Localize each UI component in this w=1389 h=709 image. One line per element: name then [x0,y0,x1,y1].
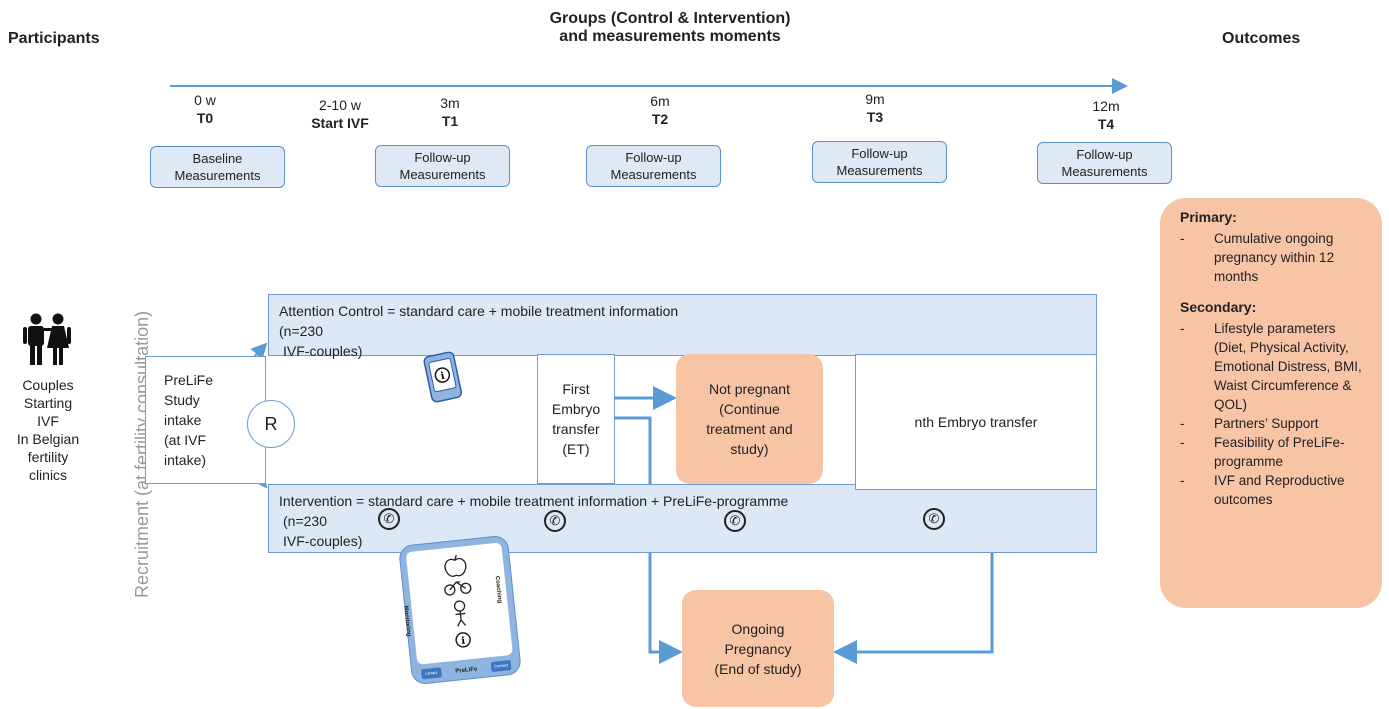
groups-header-line1: Groups (Control & Intervention) [549,10,791,27]
app-library-button[interactable]: Library [420,667,442,680]
randomization-label: R [264,413,278,434]
couple-icon [23,313,71,365]
ongoing-pregnancy-box: Ongoing Pregnancy (End of study) [682,590,834,707]
app-contact-button[interactable]: Contact [490,659,512,673]
not-pregnant-line: treatment and [706,421,793,437]
intervention-couples: IVF-couples) [283,533,363,549]
intake-line: PreLiFe [164,372,214,388]
measurement-label: Measurements [836,163,923,178]
timepoint-time: 9m [865,91,885,107]
measurement-label: Measurements [610,167,697,182]
intake-line: intake [164,412,202,428]
participants-header: Participants [8,30,100,47]
timepoint-code: T0 [196,110,214,126]
timepoint-time: 6m [650,93,670,109]
intake-line: Study [164,392,200,408]
participants-line: Starting [23,395,73,411]
intervention-title: Intervention = standard care + mobile tr… [279,493,789,509]
ongoing-line: (End of study) [714,660,802,677]
control-couples: IVF-couples) [283,343,363,359]
timepoint-start-ivf: 2-10 w Start IVF [300,96,380,132]
measurement-label: Follow-up [851,146,908,161]
timepoint-t3: 9m T3 [845,90,905,126]
groups-header-line2: and measurements moments [559,28,781,45]
timepoint-time: 12m [1092,98,1120,114]
control-group-band: Attention Control = standard care + mobi… [268,294,1097,359]
timepoint-t2: 6m T2 [630,92,690,128]
participants-line: IVF [37,413,59,429]
timepoint-t0: 0 w T0 [175,91,235,127]
not-pregnant-box: Not pregnant (Continue treatment and stu… [676,354,823,484]
first-et-line: transfer [552,421,600,437]
intake-line: intake) [164,452,207,468]
phone-call-icon: ✆ [544,510,566,532]
timepoint-time: 3m [440,95,460,111]
nth-et-label: nth Embryo transfer [914,414,1038,430]
measurement-label: Follow-up [414,150,471,165]
first-et-line: First [562,381,590,397]
measurement-label: Measurements [1061,164,1148,179]
participants-line: clinics [28,467,68,483]
secondary-item: Partners’ Support [1180,414,1370,433]
participants-description: Couples Starting IVF In Belgian fertilit… [2,376,94,484]
participants-line: Couples [22,377,74,393]
participants-line: fertility [27,449,69,465]
timepoint-code: T2 [651,111,669,127]
first-embryo-transfer-box: First Embryo transfer (ET) [537,354,615,484]
intervention-n: (n=230 [283,513,327,529]
outcomes-box: Primary: Cumulative ongoing pregnancy wi… [1160,198,1382,608]
timepoint-t4: 12m T4 [1076,97,1136,133]
timepoint-code: Start IVF [311,115,369,131]
control-title: Attention Control = standard care + mobi… [279,303,679,319]
measurement-label: Follow-up [625,150,682,165]
not-pregnant-line: (Continue [719,401,780,417]
measurement-label: Measurements [399,167,486,182]
mobile-info-icon: i [423,351,463,403]
nth-embryo-transfer-box: nth Embryo transfer [855,354,1097,490]
measurement-label: Measurements [174,168,261,183]
svg-text:i: i [461,636,466,647]
timepoint-time: 0 w [194,92,216,108]
prelife-app-mockup: i Monitoring Coaching Library PreLiFe Co… [397,534,523,686]
ongoing-line: Ongoing [731,620,785,637]
timepoint-code: T4 [1097,116,1115,132]
primary-title: Primary: [1180,209,1237,225]
secondary-item: Lifestyle parameters (Diet, Physical Act… [1180,319,1370,414]
ongoing-line: Pregnancy [724,640,792,657]
first-et-line: (ET) [562,441,590,457]
app-lifestyle-icons: i [444,554,472,648]
timepoint-code: T3 [866,109,884,125]
phone-call-icon: ✆ [378,508,400,530]
measurement-label: Follow-up [1076,147,1133,162]
secondary-title: Secondary: [1180,299,1257,315]
control-n: (n=230 [279,323,323,339]
timepoint-time: 2-10 w [318,97,362,113]
timepoint-t1: 3m T1 [420,94,480,130]
first-et-line: Embryo [551,401,601,417]
secondary-item: Feasibility of PreLiFe-programme [1180,433,1370,471]
intake-box: PreLiFe Study intake (at IVF intake) [145,356,266,484]
not-pregnant-line: Not pregnant [709,381,790,397]
svg-text:i: i [440,371,446,383]
primary-item: Cumulative ongoing pregnancy within 12 m… [1180,229,1370,286]
not-pregnant-line: study) [730,441,769,457]
secondary-item: IVF and Reproductive outcomes [1180,471,1370,509]
intervention-group-band: Intervention = standard care + mobile tr… [268,484,1097,553]
phone-call-icon: ✆ [724,510,746,532]
measurement-label: Baseline [192,151,243,166]
secondary-list: Lifestyle parameters (Diet, Physical Act… [1180,319,1370,509]
outcomes-header: Outcomes [1222,30,1301,47]
timepoint-code: T1 [441,113,459,129]
intake-line: (at IVF [164,432,207,448]
randomization-circle: R [247,400,295,448]
participants-line: In Belgian [16,431,80,447]
groups-header: Groups (Control & Intervention) and meas… [470,10,870,46]
primary-list: Cumulative ongoing pregnancy within 12 m… [1180,229,1370,286]
phone-call-icon: ✆ [923,508,945,530]
